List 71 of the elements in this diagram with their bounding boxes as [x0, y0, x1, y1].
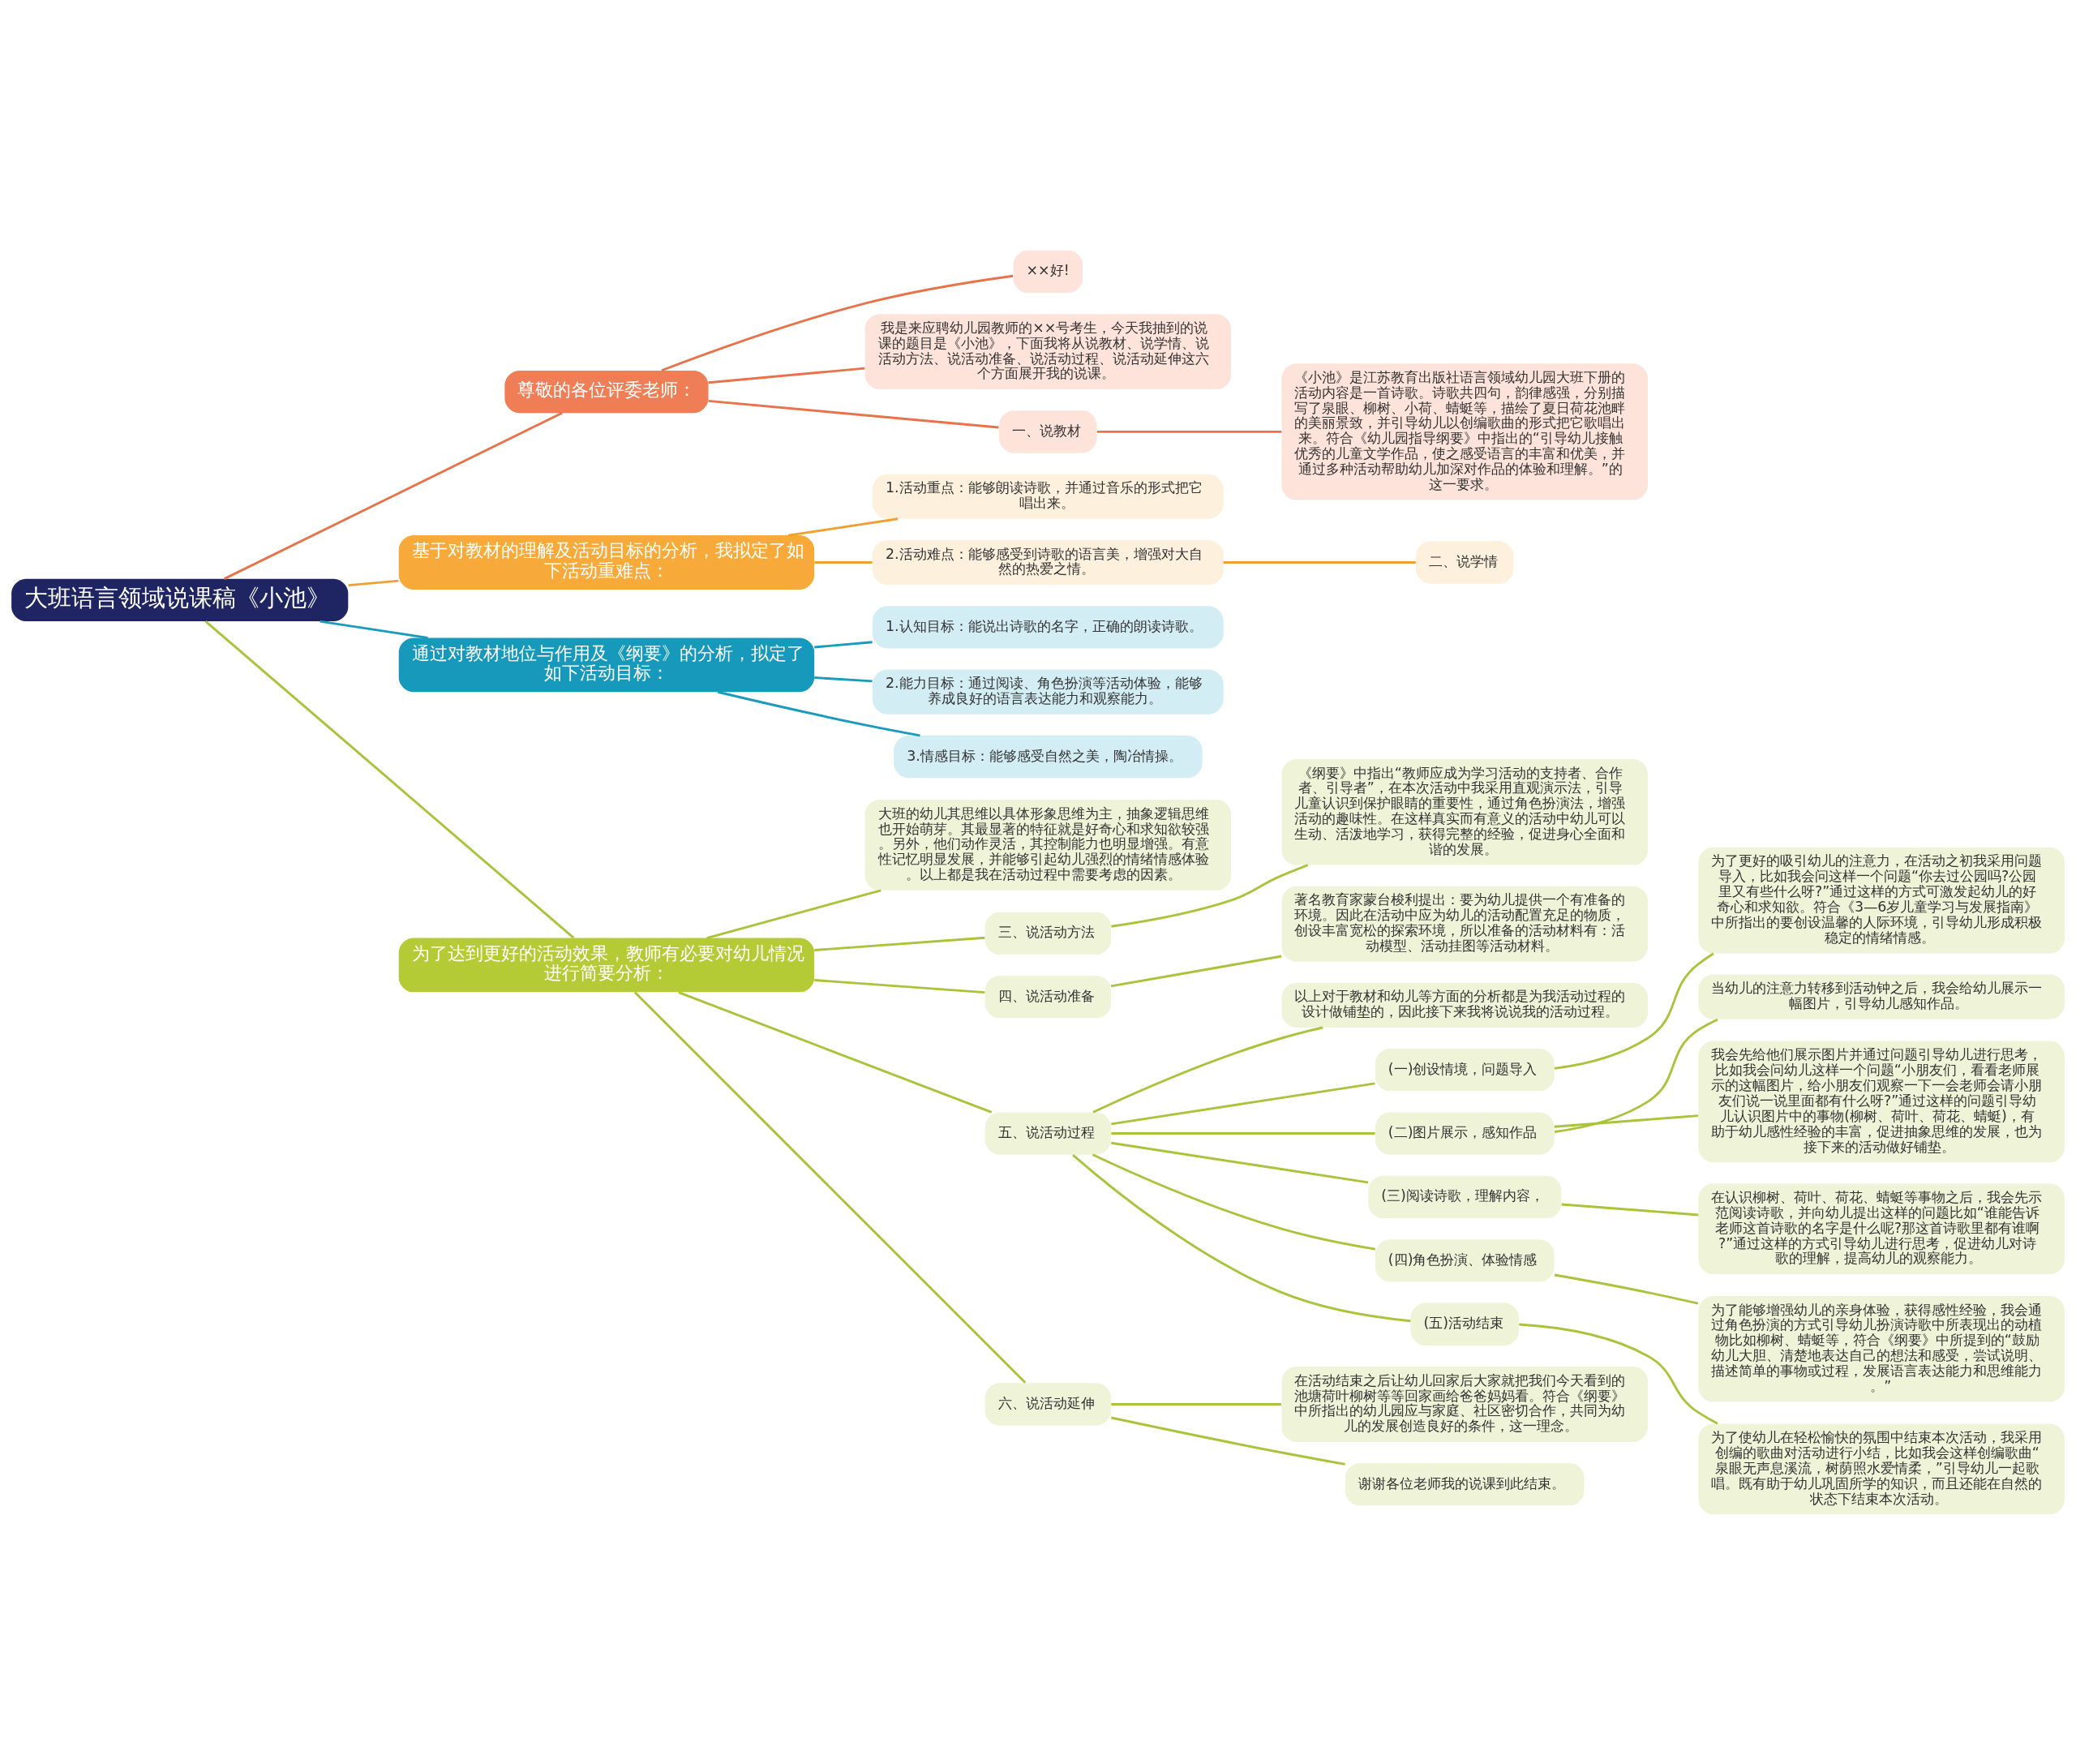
- connector: [1092, 1026, 1323, 1114]
- connector: [1561, 1203, 1699, 1216]
- node-box: 四、说活动准备: [984, 975, 1111, 1018]
- node-box: 为了能够增强幼儿的亲身体验，获得感性经验，我会通过角色扮演的方式引导幼儿扮演诗歌中所表现出的动植物比如柳树、蜻蜓等，符合《纲要》中所提到的“鼓励幼儿大胆、清楚地表达自己的想法和感受，尝试说明、描述简单的事物或过程，发展语言表达能力和思维能力。”: [1698, 1295, 2065, 1402]
- node-box: 我会先给他们展示图片并通过问题引导幼儿进行思考，比如我会问幼儿这样一个问题“小朋友们，看看老师展示的这幅图片，给小朋友们观察一下一会老师会请小朋友们说一说里面都有什么呀?”通过这样的问题引导幼儿认识图片中的事物(柳树、荷叶、荷花、蜻蜓)，有助于幼儿感性经验的丰富，促进抽象思维的发展，也为接下来的活动做好铺垫。: [1698, 1041, 2065, 1162]
- node-box: (一)创设情境，问题导入: [1375, 1048, 1555, 1091]
- node-box: 在活动结束之后让幼儿回家后大家就把我们今天看到的池塘荷叶柳树等等回家画给爸爸妈妈看。符合《纲要》中所指出的幼儿园应与家庭、社区密切合作，共同为幼儿的发展创造良好的条件，这一理念。: [1281, 1366, 1648, 1442]
- connector: [814, 936, 985, 951]
- node-box: (五)活动结束: [1410, 1303, 1519, 1346]
- connector: [1072, 1153, 1411, 1322]
- node-box: 一、说教材: [999, 410, 1097, 453]
- node-box: (二)图片展示，感知作品: [1375, 1111, 1555, 1155]
- connector: [661, 274, 1014, 371]
- node-box: 大班的幼儿其思维以具体形象思维为主，抽象逻辑思维也开始萌芽。其最显著的特征就是好奇心和求知欲较强。另外，他们动作灵活，其控制能力也明显增强。有意性记忆明显发展，并能够引起幼儿强烈的情绪情感体验。以上都是我在活动过程中需要考虑的因素。: [864, 799, 1232, 891]
- connector: [1111, 1402, 1281, 1406]
- node-box: 在认识柳树、荷叶、荷花、蜻蜓等事物之后，我会先示范阅读诗歌，并向幼儿提出这样的问题比如“谁能告诉老师这首诗歌的名字是什么呢?那这首诗歌里都有谁啊?”通过这样的方式引导幼儿进行思考，促进幼儿对诗歌的理解，提高幼儿的观察能力。: [1698, 1182, 2065, 1274]
- node-box: 2.能力目标：通过阅读、角色扮演等活动体验，能够养成良好的语言表达能力和观察能力。: [873, 669, 1224, 715]
- node-box: 《纲要》中指出“教师应成为学习活动的支持者、合作者、引导者”，在本次活动中我采用直观演示法，引导儿童认识到保护眼睛的重要性，通过角色扮演法，增强活动的趣味性。在这样真实而有意义的活动中幼儿可以生动、活泼地学习，获得完整的经验，促进身心全面和谐的发展。: [1281, 758, 1648, 865]
- connector: [1111, 1141, 1369, 1183]
- connector: [1223, 560, 1416, 564]
- node-box: ××好!: [1013, 250, 1083, 293]
- node-box: (三)阅读诗歌，理解内容，: [1368, 1175, 1562, 1218]
- node-box: 谢谢各位老师我的说课到此结束。: [1345, 1462, 1585, 1505]
- node-box: 为了达到更好的活动效果，教师有必要对幼儿情况进行简要分析：: [398, 938, 815, 992]
- node-box: 通过对教材地位与作用及《纲要》的分析，拟定了如下活动目标：: [398, 637, 815, 692]
- connector: [708, 399, 999, 428]
- connector: [717, 690, 920, 736]
- connector: [706, 888, 881, 939]
- connector: [814, 560, 873, 564]
- connector: [320, 620, 428, 639]
- node-box: (四)角色扮演、体验情感: [1375, 1238, 1555, 1281]
- node-box: 以上对于教材和幼儿等方面的分析都是为我活动过程的设计做铺垫的，因此接下来我将说说我的活动过程。: [1281, 982, 1648, 1028]
- node-box: 为了更好的吸引幼儿的注意力，在活动之初我采用问题导入，比如我会问这样一个问题“你去过公园吗?公园里又有些什么呀?”通过这样的方式可激发起幼儿的好奇心和求知欲。符合《3—6岁儿童学习与发展指南》中所指出的要创设温馨的人际环境，引导幼儿形成积极稳定的情绪情感。: [1698, 847, 2065, 953]
- node-box: 3.情感目标：能够感受自然之美，陶冶情操。: [894, 735, 1203, 778]
- connector: [204, 620, 575, 938]
- node-box: 三、说活动方法: [984, 912, 1111, 955]
- node-box: 尊敬的各位评委老师：: [504, 370, 709, 413]
- connector: [814, 978, 985, 994]
- connector: [1554, 952, 1714, 1070]
- connector: [1554, 1018, 1718, 1133]
- node-box: 为了使幼儿在轻松愉快的氛围中结束本次活动，我采用创编的歌曲对活动进行小结，比如我会这样创编歌曲“泉眼无声息溪流，树荫照水爱情柔，”引导幼儿一起歌唱。既有助于幼儿巩固所学的知识，而且还能在自然的状态下结束本次活动。: [1698, 1423, 2065, 1514]
- connector: [1110, 955, 1282, 987]
- connector: [1111, 1131, 1375, 1135]
- connector: [678, 990, 993, 1114]
- node-box: 我是来应聘幼儿园教师的××号考生，今天我抽到的说课的题目是《小池》，下面我将从说教材、说学情、说活动方法、说活动准备、说活动过程、说活动延伸这六个方面展开我的说课。: [864, 313, 1232, 389]
- node-box: 五、说活动过程: [984, 1111, 1111, 1155]
- connector: [708, 367, 865, 384]
- node-box: 当幼儿的注意力转移到活动钟之后，我会给幼儿展示一幅图片，引导幼儿感知作品。: [1698, 974, 2065, 1019]
- node-box: 六、说活动延伸: [984, 1382, 1111, 1426]
- node-box: 1.活动重点：能够朗读诗歌，并通过音乐的形式把它唱出来。: [873, 474, 1224, 519]
- node-box: 大班语言领域说课稿《小池》: [11, 578, 349, 621]
- connector: [814, 640, 873, 648]
- connector: [224, 411, 563, 580]
- node-box: 著名教育家蒙台梭利提出：要为幼儿提供一个有准备的环境。因此在活动中应为幼儿的活动配置充足的物质，创设丰富宽松的探索环境，所以准备的活动材料有：活动模型、活动挂图等活动材料。: [1281, 886, 1648, 962]
- connector: [1519, 1323, 1718, 1424]
- node-box: 《小池》是江苏教育出版社语言领域幼儿园大班下册的活动内容是一首诗歌。诗歌共四句，韵律感强，分别描写了泉眼、柳树、小荷、蜻蜓等，描绘了夏日荷花池畔的美丽景致，并引导幼儿以创编歌曲的形式把它歌唱出来。符合《幼儿园指导纲要》中指出的“引导幼儿接触优秀的儿童文学作品，使之感受语言的丰富和优美，并通过多种活动帮助幼儿加深对作品的体验和理解。”的这一要求。: [1281, 363, 1648, 500]
- connector: [348, 579, 399, 586]
- node-box: 1.认知目标：能说出诗歌的名字，正确的朗读诗歌。: [873, 605, 1224, 648]
- connector: [1111, 1416, 1345, 1466]
- connector: [814, 676, 873, 682]
- node-box: 基于对教材的理解及活动目标的分析，我拟定了如下活动重难点：: [398, 534, 815, 590]
- connector: [1554, 1273, 1699, 1305]
- connector: [1554, 1114, 1699, 1128]
- connector: [633, 990, 1027, 1384]
- node-box: 2.活动难点：能够感受到诗歌的语言美，增强对大自然的热爱之情。: [873, 539, 1224, 585]
- connector: [1111, 1082, 1375, 1125]
- connector: [1092, 1152, 1376, 1251]
- connector: [1096, 430, 1282, 433]
- connector: [1111, 863, 1309, 928]
- node-box: 二、说学情: [1416, 540, 1514, 584]
- connector: [787, 517, 899, 537]
